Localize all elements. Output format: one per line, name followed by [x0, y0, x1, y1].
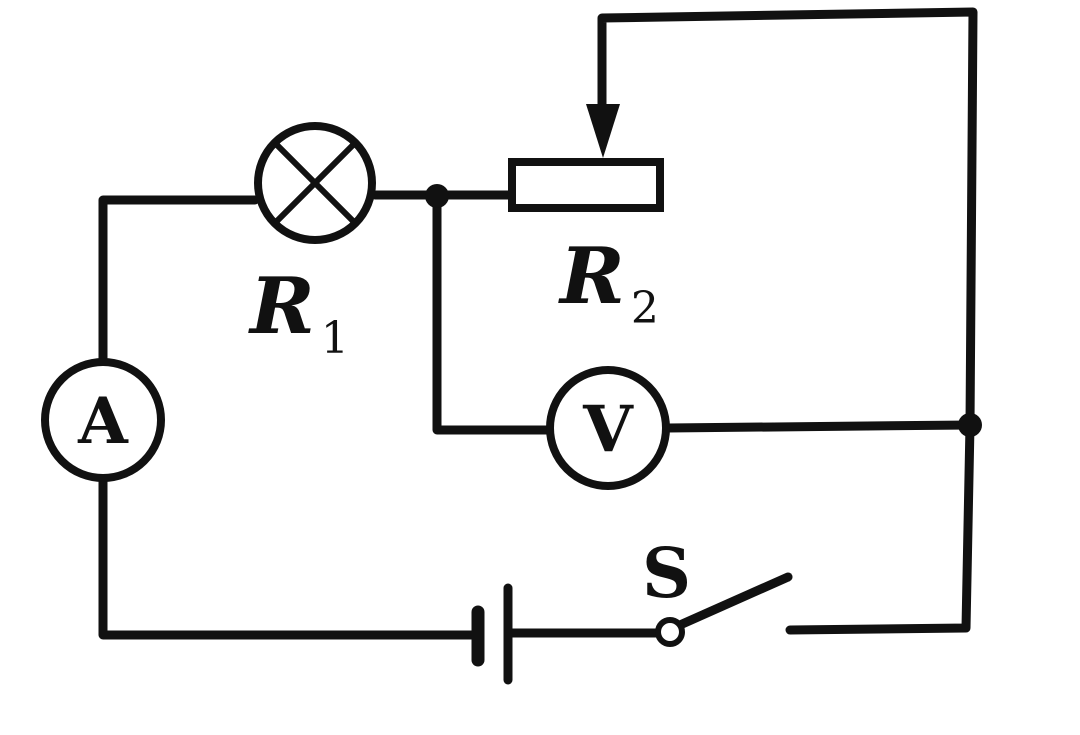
lamp [254, 122, 376, 244]
voltmeter: V [546, 366, 670, 490]
ammeter: A [41, 358, 165, 482]
voltmeter-label: V [582, 392, 634, 467]
switch [655, 572, 793, 647]
rheostat [508, 158, 664, 212]
wire-right-bottom [785, 420, 975, 635]
ammeter-label: A [77, 384, 129, 459]
battery [471, 583, 513, 685]
junction-dot-right [958, 413, 982, 437]
wire-voltmeter-right [663, 420, 975, 433]
wire-left-bottom [98, 473, 480, 640]
wires [98, 7, 978, 640]
wire-slider-loop [597, 7, 978, 430]
switch-label: S [642, 534, 691, 614]
junction-dot-left [425, 184, 449, 208]
wire-junction-voltmeter [432, 190, 553, 435]
wire-left-top [98, 195, 260, 367]
slider-arrow-icon [586, 104, 620, 158]
